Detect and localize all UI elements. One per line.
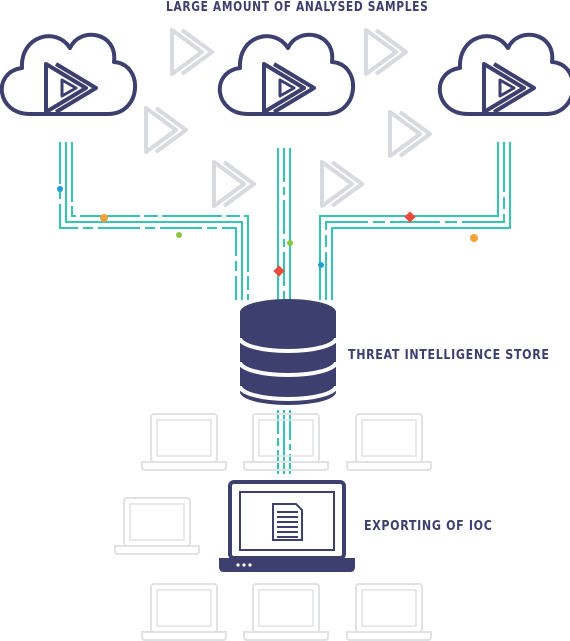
packet-dot-blue — [318, 262, 324, 268]
packet-diamond-red — [273, 265, 285, 277]
cloud-icon — [437, 32, 570, 116]
packet-dot-orange — [470, 234, 478, 242]
data-packets — [57, 186, 478, 277]
cloud-icon — [217, 32, 356, 116]
title-label: LARGE AMOUNT OF ANALYSED SAMPLES — [166, 0, 429, 15]
packet-diamond-red — [404, 211, 416, 223]
ghost-play-icon — [144, 106, 188, 154]
document-icon — [272, 503, 303, 541]
ghost-laptop-icon — [141, 583, 227, 641]
ghost-laptop-icon — [114, 497, 200, 555]
connection-lines — [59, 142, 511, 474]
ghost-laptop-icon — [141, 413, 227, 471]
ghost-laptop-icon — [243, 583, 329, 641]
packet-dot-blue — [57, 186, 63, 192]
ghost-laptop-icon — [346, 413, 432, 471]
cloud-icon — [0, 32, 138, 116]
ghost-laptop-icon — [346, 583, 432, 641]
packet-dot-green — [287, 240, 293, 246]
ghost-play-icon — [388, 110, 432, 158]
threat-store-label: THREAT INTELLIGENCE STORE — [348, 347, 550, 363]
ghost-play-icon — [320, 160, 364, 208]
ghost-play-icon — [170, 28, 214, 76]
ghost-play-icon — [212, 160, 256, 208]
export-label: EXPORTING OF IOC — [364, 518, 493, 534]
packet-dot-green — [176, 232, 182, 238]
packet-dot-orange — [100, 214, 108, 222]
ghost-laptop-icon — [243, 413, 329, 471]
ghost-play-icon — [364, 28, 408, 76]
database-icon — [238, 299, 338, 405]
